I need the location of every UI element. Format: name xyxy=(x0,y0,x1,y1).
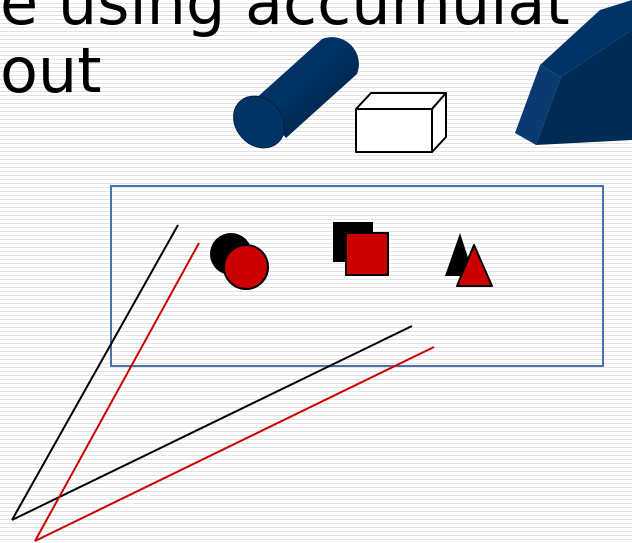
triangle-pair xyxy=(445,233,492,286)
cube-3d xyxy=(356,93,446,152)
projection-rays-red xyxy=(35,243,434,541)
cylinder-3d xyxy=(223,37,359,158)
square-pair xyxy=(333,222,388,275)
triangular-prism-3d xyxy=(515,0,632,145)
circle-pair xyxy=(210,233,268,289)
